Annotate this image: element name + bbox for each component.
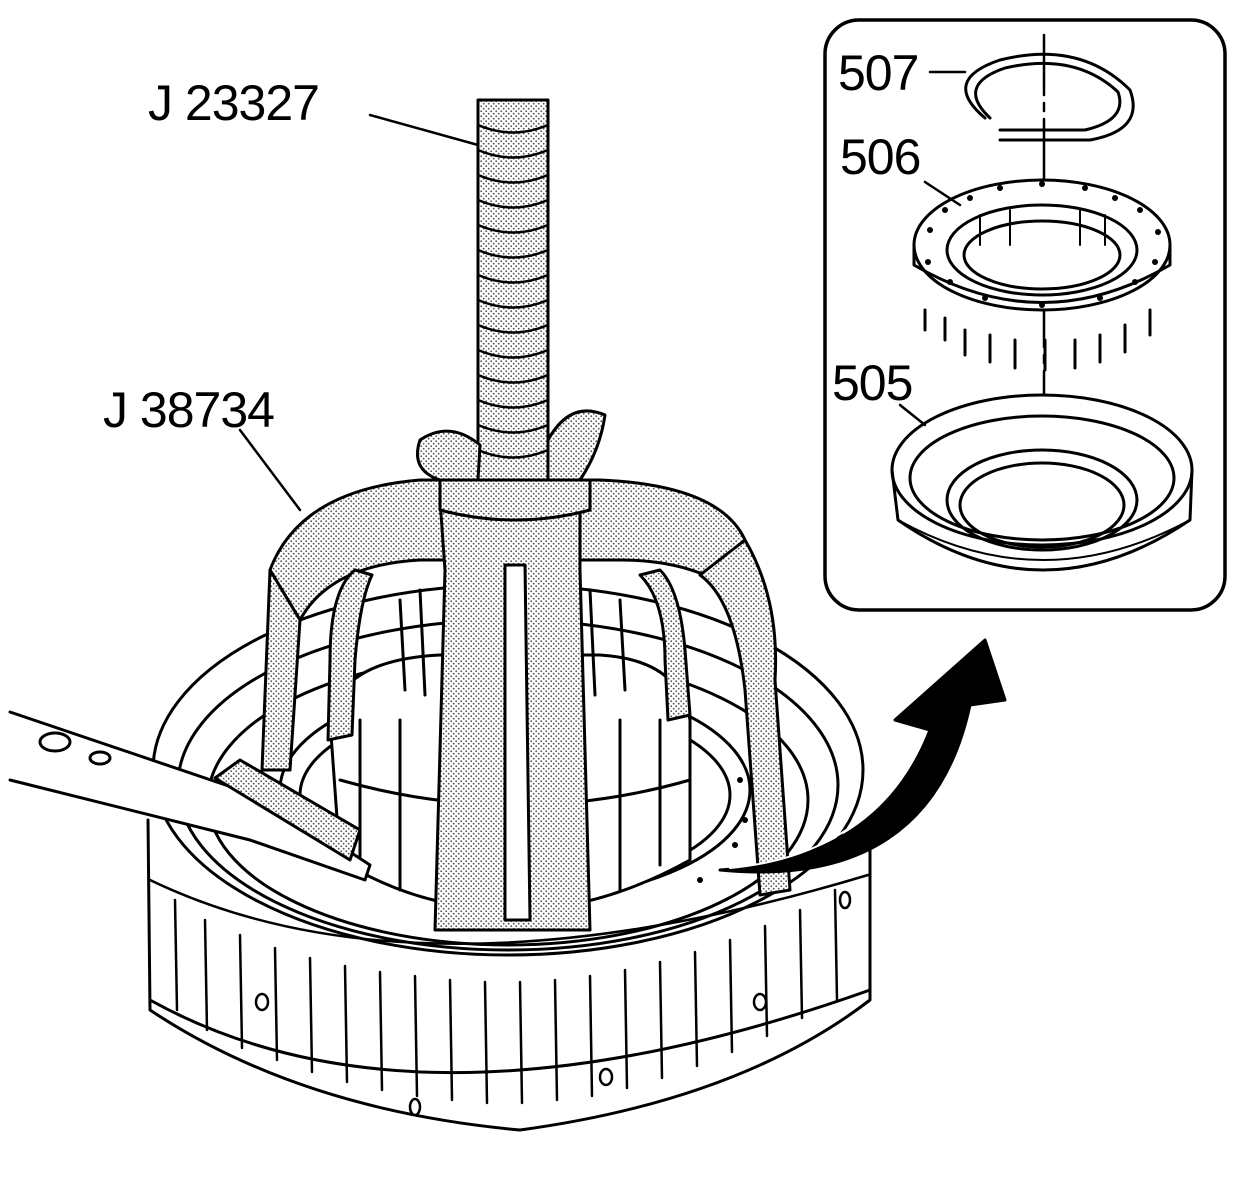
piston-505 <box>890 393 1194 572</box>
tool-j23327-rod <box>416 98 607 522</box>
spring-assembly-506 <box>912 178 1172 372</box>
label-j23327: J 23327 <box>148 75 320 131</box>
label-506: 506 <box>840 129 921 185</box>
snap-ring-507 <box>964 52 1135 142</box>
label-507: 507 <box>838 45 919 101</box>
exploded-inset <box>823 18 1227 612</box>
tool-j38734-spider <box>260 478 792 932</box>
label-505: 505 <box>832 355 913 411</box>
curved-arrow-icon <box>718 638 1007 874</box>
label-j38734: J 38734 <box>103 382 275 438</box>
pry-tool <box>8 710 372 882</box>
leader-lines <box>238 70 967 512</box>
